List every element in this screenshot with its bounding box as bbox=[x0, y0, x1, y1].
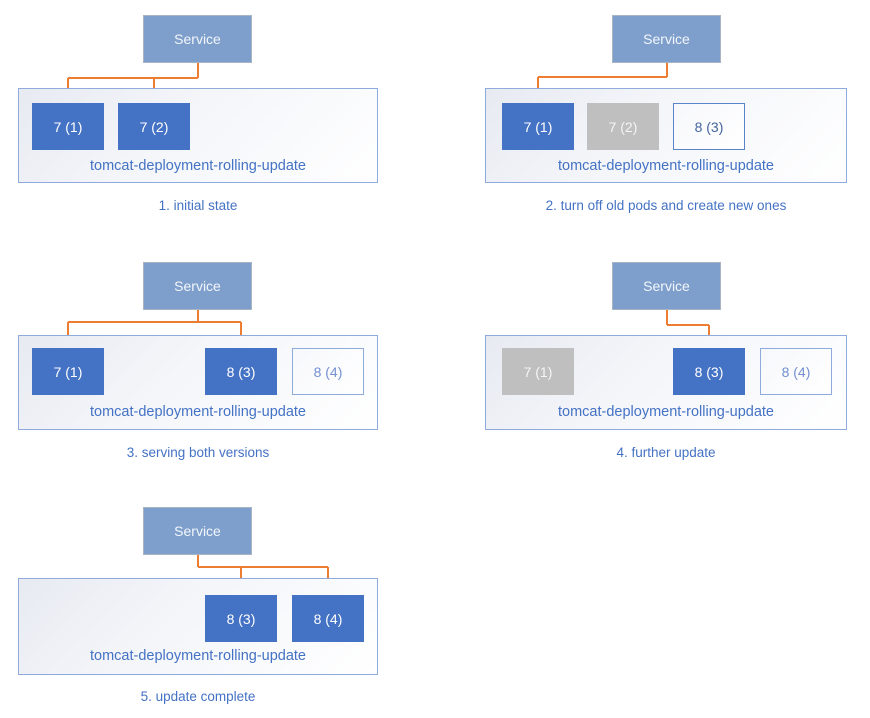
pod-8-3: 8 (3) bbox=[205, 348, 277, 395]
service-label: Service bbox=[643, 31, 690, 47]
service-label: Service bbox=[174, 31, 221, 47]
pod-7-1: 7 (1) bbox=[32, 348, 104, 395]
service-box: Service bbox=[143, 507, 252, 555]
service-label: Service bbox=[643, 278, 690, 294]
pod-7-2: 7 (2) bbox=[587, 103, 659, 150]
service-label: Service bbox=[174, 523, 221, 539]
service-box: Service bbox=[143, 262, 252, 310]
panel-caption: 5. update complete bbox=[140, 689, 256, 704]
deployment-label: tomcat-deployment-rolling-update bbox=[558, 158, 774, 174]
panel-caption: 3. serving both versions bbox=[126, 445, 270, 460]
service-box: Service bbox=[612, 15, 721, 63]
panel-1-initial-state: Service 7 (1) 7 (2) tomcat-deployment-ro… bbox=[0, 0, 435, 240]
panel-5-update-complete: Service 8 (3) 8 (4) tomcat-deployment-ro… bbox=[0, 480, 435, 718]
panel-4-further-update: Service 7 (1) 8 (3) 8 (4) tomcat-deploym… bbox=[435, 240, 870, 480]
pod-7-1: 7 (1) bbox=[502, 103, 574, 150]
panel-2-turn-off-old-pods: Service 7 (1) 7 (2) 8 (3) tomcat-deploym… bbox=[435, 0, 870, 240]
service-box: Service bbox=[143, 15, 252, 63]
pod-8-4: 8 (4) bbox=[760, 348, 832, 395]
pod-8-3: 8 (3) bbox=[673, 103, 745, 150]
panel-caption: 2. turn off old pods and create new ones bbox=[545, 198, 787, 213]
pod-8-3: 8 (3) bbox=[205, 595, 277, 642]
panel-caption: 1. initial state bbox=[158, 198, 238, 213]
service-box: Service bbox=[612, 262, 721, 310]
pod-8-3: 8 (3) bbox=[673, 348, 745, 395]
panel-3-serving-both-versions: Service 7 (1) 8 (3) 8 (4) tomcat-deploym… bbox=[0, 240, 435, 480]
pod-8-4: 8 (4) bbox=[292, 595, 364, 642]
service-label: Service bbox=[174, 278, 221, 294]
pod-7-2: 7 (2) bbox=[118, 103, 190, 150]
pod-7-1: 7 (1) bbox=[502, 348, 574, 395]
panel-caption: 4. further update bbox=[616, 445, 716, 460]
deployment-label: tomcat-deployment-rolling-update bbox=[90, 648, 306, 664]
deployment-label: tomcat-deployment-rolling-update bbox=[90, 404, 306, 420]
pod-8-4: 8 (4) bbox=[292, 348, 364, 395]
deployment-label: tomcat-deployment-rolling-update bbox=[90, 158, 306, 174]
deployment-label: tomcat-deployment-rolling-update bbox=[558, 404, 774, 420]
pod-7-1: 7 (1) bbox=[32, 103, 104, 150]
